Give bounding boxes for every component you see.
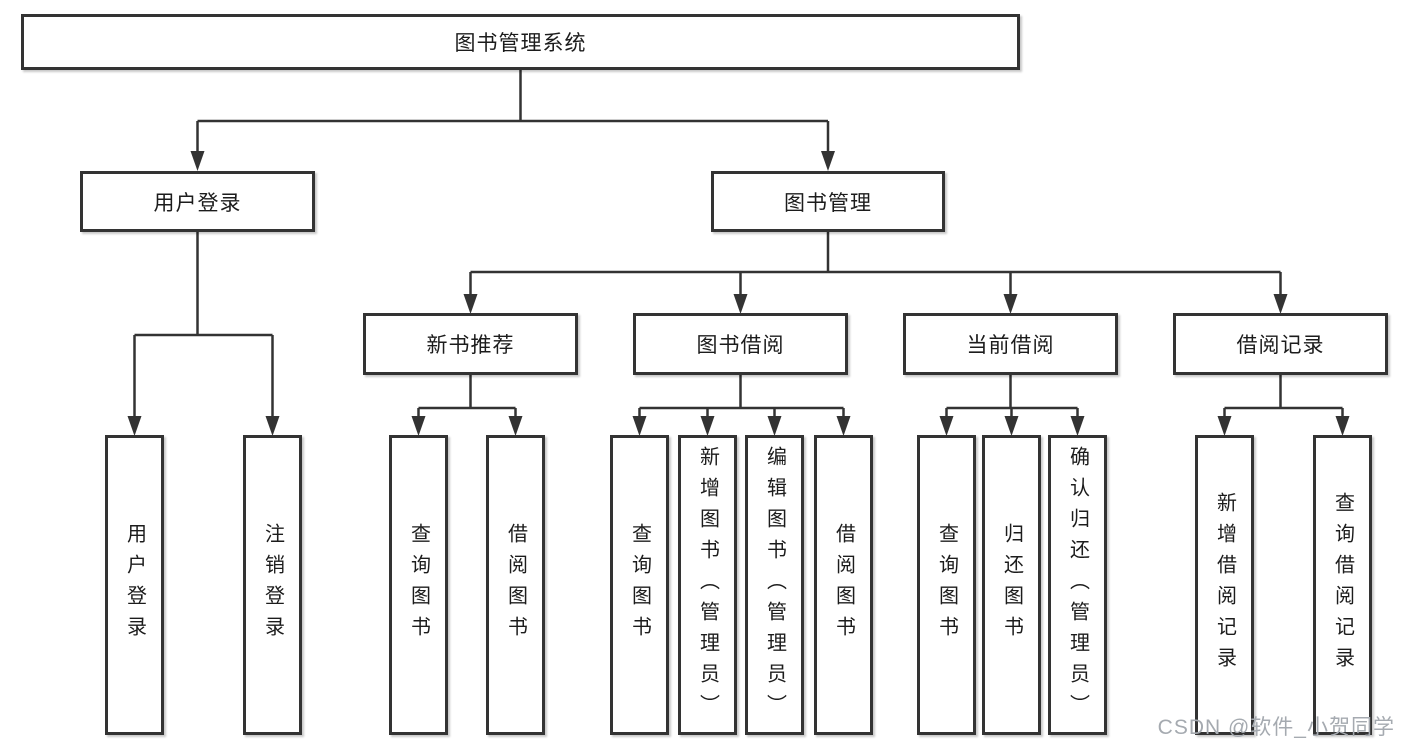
leaf-query-borrow-record: 查询借阅记录: [1313, 435, 1372, 735]
node-label: 新增借阅记录: [1213, 492, 1236, 678]
node-label: 图书管理系统: [454, 32, 587, 55]
node-label: 图书借阅: [696, 334, 785, 357]
leaf-query-books-current: 查询图书: [917, 435, 976, 735]
node-label: 查询图书: [935, 523, 958, 647]
node-label: 新增图书（管理员）: [696, 445, 719, 725]
node-label: 查询借阅记录: [1331, 492, 1354, 678]
leaf-logout: 注销登录: [243, 435, 302, 735]
node-user-login: 用户登录: [80, 171, 315, 232]
node-label: 用户登录: [153, 191, 242, 215]
node-label: 查询图书: [407, 523, 430, 647]
leaf-edit-book-admin: 编辑图书（管理员）: [745, 435, 804, 735]
leaf-borrow-books-borrowing: 借阅图书: [814, 435, 873, 735]
node-label: 归还图书: [1000, 523, 1023, 647]
node-borrowing-records: 借阅记录: [1173, 313, 1388, 375]
leaf-confirm-return-admin: 确认归还（管理员）: [1048, 435, 1107, 735]
leaf-query-books-borrowing: 查询图书: [610, 435, 669, 735]
node-label: 借阅图书: [504, 523, 527, 647]
node-label: 编辑图书（管理员）: [763, 445, 786, 725]
node-library-system-root: 图书管理系统: [21, 14, 1020, 70]
node-book-borrowing: 图书借阅: [633, 313, 848, 375]
node-label: 用户登录: [123, 523, 146, 647]
node-label: 借阅记录: [1236, 334, 1325, 357]
node-label: 图书管理: [784, 191, 872, 215]
node-label: 查询图书: [628, 523, 651, 647]
node-new-book-recommend: 新书推荐: [363, 313, 578, 375]
arrowheads: [127, 151, 1350, 436]
leaf-query-books: 查询图书: [389, 435, 448, 735]
leaf-add-borrow-record: 新增借阅记录: [1195, 435, 1254, 735]
node-label: 当前借阅: [966, 334, 1055, 357]
node-label: 注销登录: [261, 523, 284, 647]
watermark: CSDN @软件_小贺同学: [1157, 716, 1395, 739]
node-label: 借阅图书: [832, 523, 855, 647]
node-label: 确认归还（管理员）: [1066, 445, 1089, 725]
node-current-borrowing: 当前借阅: [903, 313, 1118, 375]
leaf-borrow-books: 借阅图书: [486, 435, 545, 735]
node-book-management: 图书管理: [711, 171, 945, 232]
leaf-user-login: 用户登录: [105, 435, 164, 735]
node-label: 新书推荐: [426, 334, 515, 357]
leaf-add-book-admin: 新增图书（管理员）: [678, 435, 737, 735]
leaf-return-books: 归还图书: [982, 435, 1041, 735]
